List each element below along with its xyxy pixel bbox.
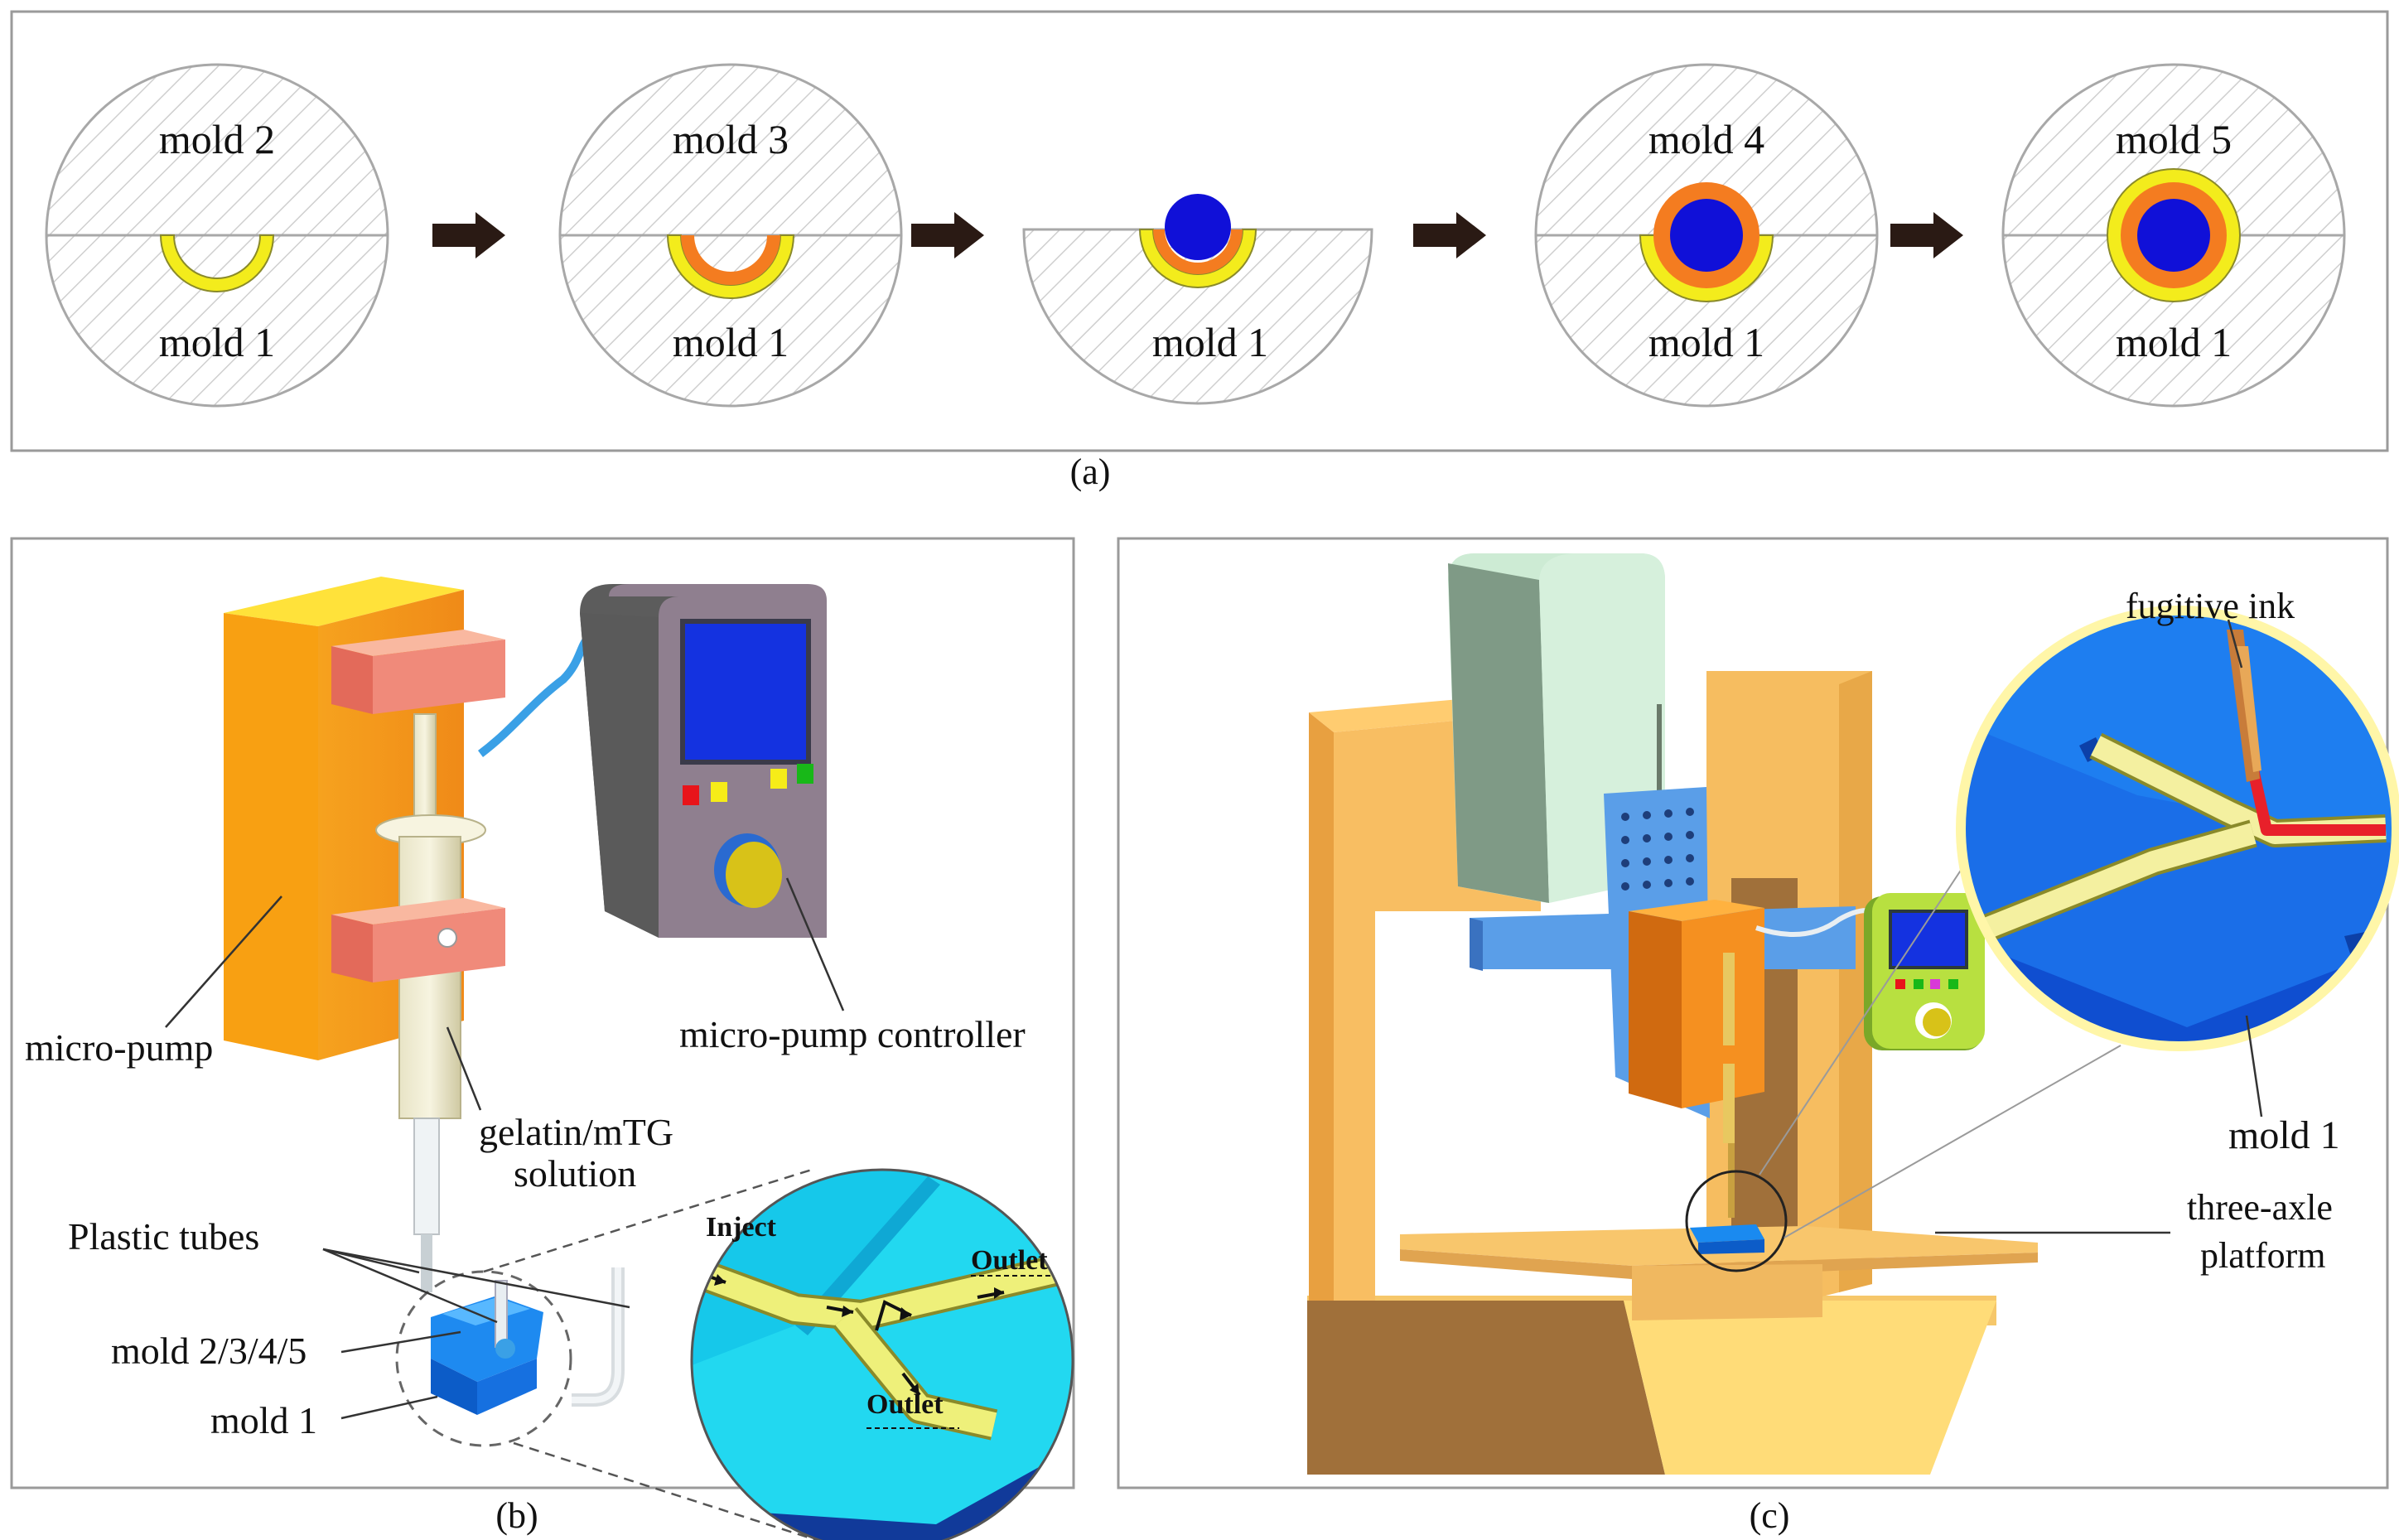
zoom-line-b-top: [483, 1168, 813, 1273]
leader-mold-top: [340, 1330, 461, 1354]
leader-mold-c: [2245, 1015, 2263, 1118]
solution-label-1: gelatin/mTG: [479, 1111, 673, 1153]
pump-cable: [477, 635, 591, 757]
outlet-top-label: Outlet: [971, 1245, 1048, 1276]
leader-mold-bottom: [340, 1395, 438, 1420]
mold-1-label-b: mold 1: [210, 1399, 317, 1441]
mold-step-1: mold 2 mold 1: [45, 63, 389, 408]
gantry-printer: [1307, 553, 2038, 1475]
solution-label-2: solution: [514, 1152, 636, 1195]
platform-label-2: platform: [2200, 1235, 2326, 1276]
fugitive-ink-label: fugitive ink: [2126, 586, 2295, 626]
zoom-line-c-bottom: [1784, 1045, 2121, 1238]
leader-ink: [2227, 619, 2243, 669]
leader-tubes-3: [322, 1248, 630, 1309]
mold-label-top-5: mold 5: [2116, 116, 2232, 162]
mold-label-top-4: mold 4: [1648, 116, 1764, 162]
micro-pump: [224, 577, 505, 1292]
step-arrow-4: [1890, 212, 1963, 258]
mold-label-bottom-1: mold 1: [159, 319, 275, 365]
outlet-bottom-label: Outlet: [866, 1389, 944, 1420]
inset-lens-c: [1956, 606, 2399, 1051]
mold-assembly-b: [395, 1267, 625, 1447]
mold-label-bottom-2: mold 1: [673, 319, 789, 365]
leader-controller: [785, 877, 845, 1011]
step-arrow-3: [1413, 212, 1486, 258]
focus-circle: [1685, 1170, 1788, 1272]
micro-pump-controller: [580, 584, 827, 938]
leader-solution: [446, 1026, 482, 1111]
mold-2345-label: mold 2/3/4/5: [111, 1330, 307, 1372]
mold-step-3: mold 1: [1022, 194, 1373, 405]
tubes-label: Plastic tubes: [68, 1215, 259, 1258]
mold-step-2: mold 3 mold 1: [558, 63, 903, 408]
inset-lens-b: Inject Outlet Outlet: [690, 1168, 1074, 1540]
zoom-line-b-bottom: [513, 1441, 820, 1540]
caption-b: (b): [495, 1495, 538, 1536]
step-arrow-2: [911, 212, 984, 258]
mold-step-5: mold 5 mold 1: [2001, 63, 2346, 408]
platform-label-1: three-axle: [2187, 1187, 2333, 1228]
caption-a: (a): [1070, 451, 1111, 492]
mold-label-bottom-4: mold 1: [1648, 319, 1764, 365]
mold-1-label-c: mold 1: [2228, 1113, 2340, 1157]
mold-step-4: mold 4 mold 1: [1534, 63, 1879, 408]
step-arrow-1: [432, 212, 505, 258]
leader-tubes-2: [322, 1248, 498, 1324]
mold-label-top-2: mold 3: [673, 116, 789, 162]
mold-label-top-1: mold 2: [159, 116, 275, 162]
mold-label-bottom-5: mold 1: [2116, 319, 2232, 365]
caption-c: (c): [1750, 1495, 1790, 1536]
inject-label: Inject: [706, 1212, 777, 1243]
controller-label: micro-pump controller: [679, 1013, 1026, 1055]
leader-micro-pump: [165, 896, 282, 1028]
mold-label-bottom-3: mold 1: [1152, 319, 1268, 365]
micro-pump-label: micro-pump: [25, 1026, 213, 1069]
